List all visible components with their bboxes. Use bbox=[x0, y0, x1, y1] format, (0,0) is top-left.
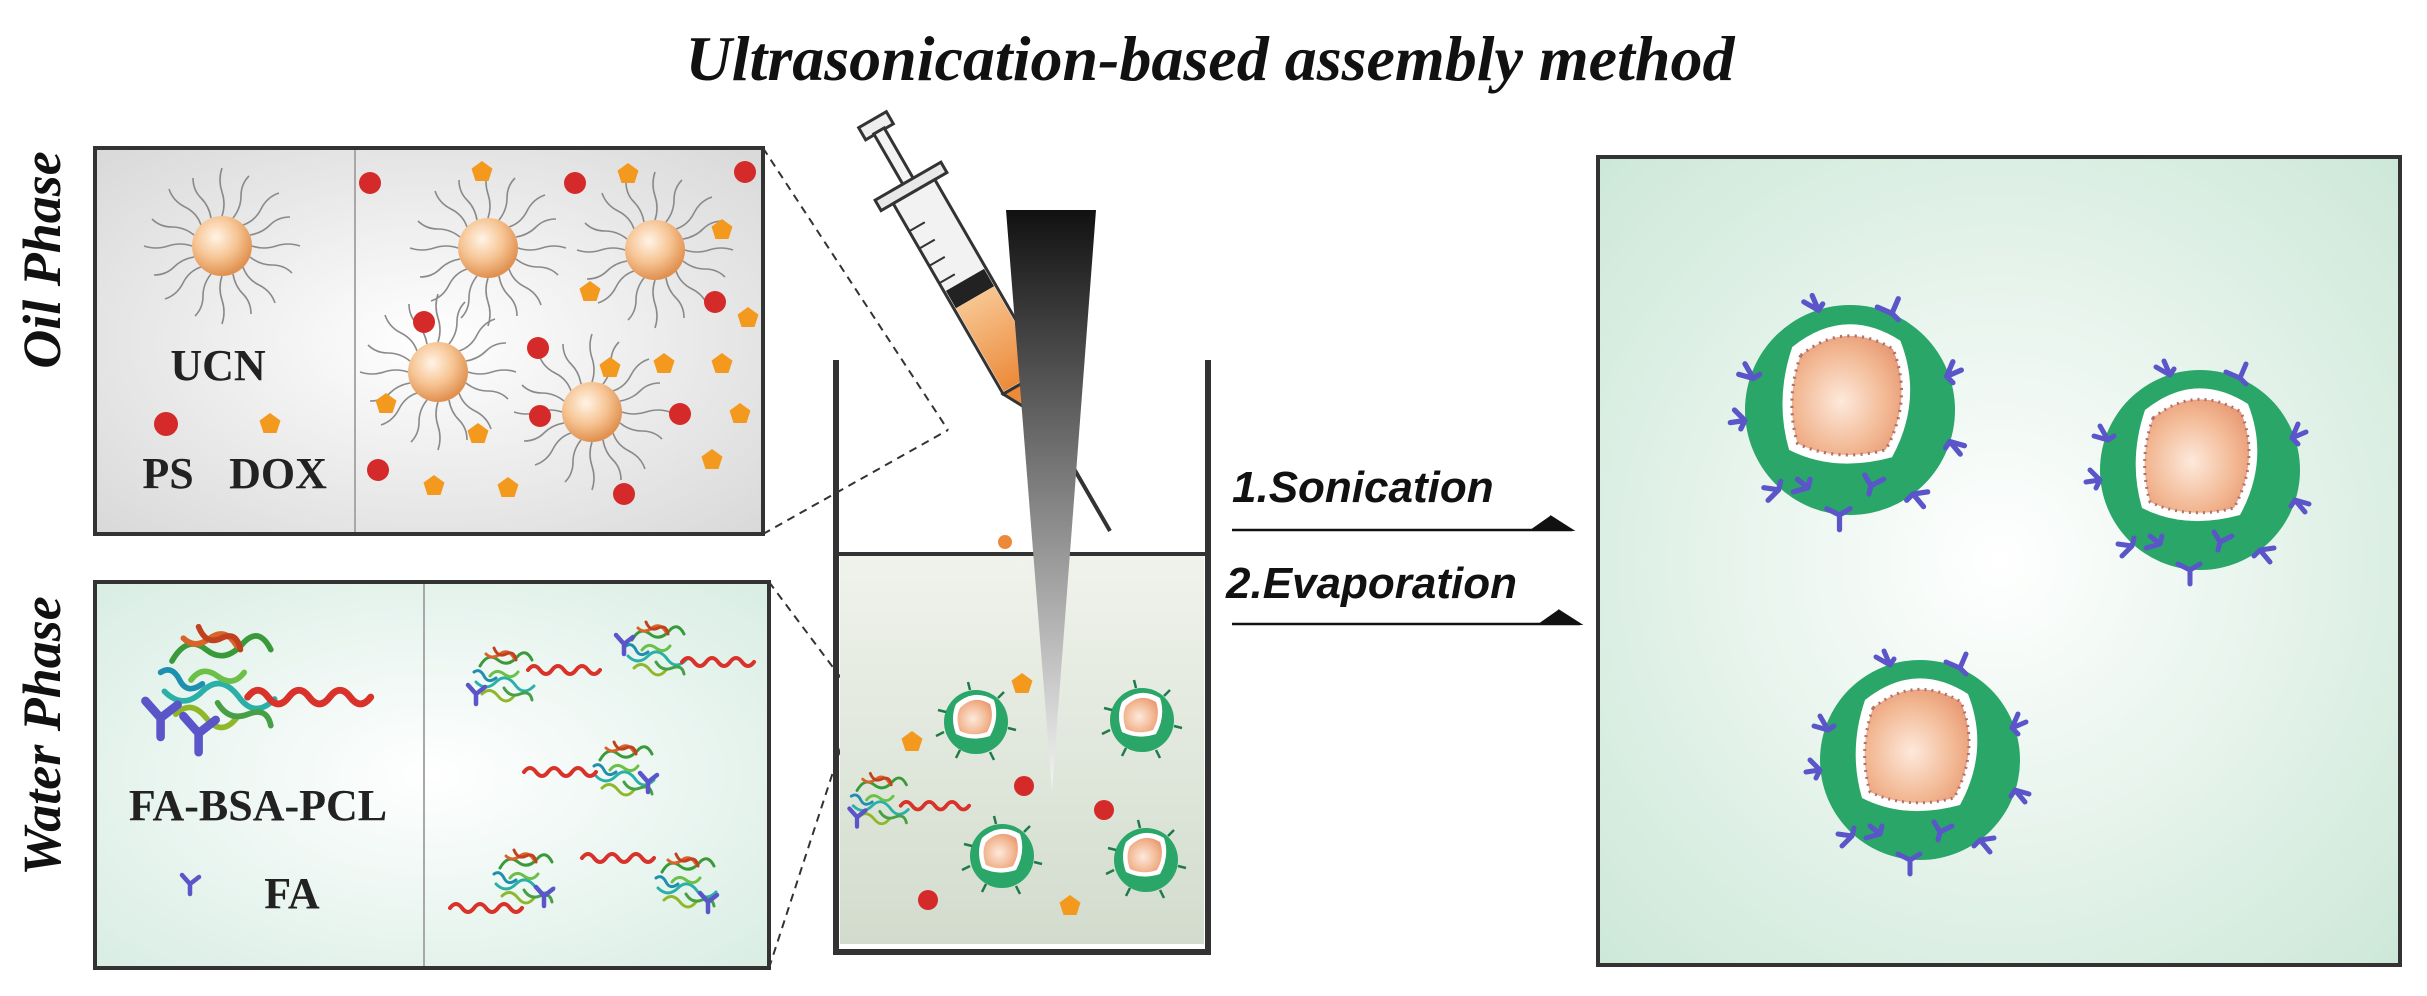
ps-legend-icon bbox=[154, 412, 178, 436]
oil-phase-label: Oil Phase bbox=[12, 151, 72, 369]
oil-phase-particles bbox=[359, 161, 759, 505]
ps-label: PS bbox=[142, 449, 193, 498]
oil-phase-panel: UCN PS DOX bbox=[93, 146, 765, 536]
arrow-right-icon bbox=[1232, 609, 1584, 626]
dox-label: DOX bbox=[229, 449, 327, 498]
process-steps: 1.Sonication 2.Evaporation bbox=[1225, 463, 1584, 626]
arrow-right-icon bbox=[1232, 515, 1576, 532]
water-phase-panel: FA-BSA-PCL FA bbox=[93, 580, 771, 970]
water-phase-label: Water Phase bbox=[12, 596, 72, 876]
ucn-label: UCN bbox=[170, 341, 266, 390]
diagram-title: Ultrasonication-based assembly method bbox=[686, 23, 1736, 94]
syringe-icon bbox=[856, 109, 1112, 533]
sonicator-probe-icon bbox=[1006, 210, 1096, 790]
syringe-droplet bbox=[998, 535, 1012, 549]
step-evaporation-label: 2.Evaporation bbox=[1225, 559, 1517, 608]
result-panel bbox=[1596, 155, 2402, 967]
step-sonication-label: 1.Sonication bbox=[1232, 463, 1494, 512]
beaker-contents bbox=[849, 673, 1188, 915]
fa-bsa-pcl-label: FA-BSA-PCL bbox=[129, 781, 387, 830]
fa-label: FA bbox=[264, 869, 320, 918]
